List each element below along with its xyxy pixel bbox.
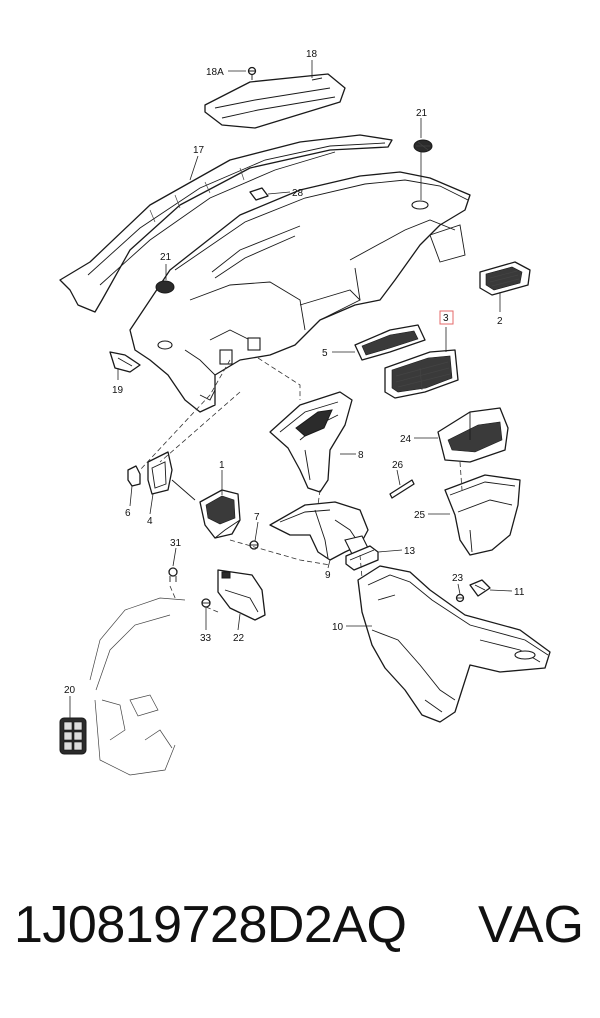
part-25-vent-duct [444,474,521,556]
callout-13: 13 [404,546,416,557]
callout-33: 33 [200,633,212,644]
part-23-screw [455,593,465,603]
callout-23: 23 [452,573,464,584]
callout-28: 28 [292,188,304,199]
callout-11: 11 [514,587,525,598]
callout-5: 5 [322,348,328,359]
callout-20: 20 [64,685,76,696]
part-4-vent-frame [147,451,196,501]
part-22-bracket [217,569,266,621]
callout-1: 1 [219,460,225,471]
part-20-switch-module [59,717,87,755]
part-8-defrost-duct [269,391,353,493]
footer: 1J0819728D2AQ VAG [0,895,600,985]
part-28-sensor-cover [249,187,269,201]
exploded-parts-diagram: 18 18A 17 21 28 21 2 3 5 19 8 24 26 1 6 … [59,49,551,776]
callout-2: 2 [497,316,503,327]
callout-leader-lines [69,60,513,718]
part-26-pin [389,479,415,499]
callout-18a: 18A [206,67,224,78]
assembly-guide-lines [139,357,463,613]
part-6-clip [127,465,141,487]
brand-name: VAG [478,896,584,954]
callout-22: 22 [233,633,245,644]
part-21-cover-top [413,139,433,153]
callout-8: 8 [358,450,364,461]
part-number: 1J0819728D2AQ [14,896,407,954]
part-1-left-air-vent [199,489,241,539]
callout-21-top: 21 [416,108,428,119]
callout-25: 25 [414,510,426,521]
callout-7: 7 [254,512,260,523]
part-11-clip [469,579,491,597]
highlight-box [439,310,454,325]
callout-24: 24 [400,434,412,445]
part-18-defroster-cover [204,73,346,129]
dashboard-panel [129,171,471,413]
part-9-distribution-duct [269,501,369,561]
callout-21-left: 21 [160,252,172,263]
part-24-vent-housing [437,407,509,463]
part-17-defroster-vent [59,134,393,313]
part-7-screw [249,540,259,550]
callout-10: 10 [332,622,344,633]
door-panel-outline [89,597,186,776]
callout-9: 9 [325,570,331,581]
callout-3: 3 [443,313,449,324]
part-21-cover-left [155,280,175,294]
callout-18: 18 [306,49,318,60]
callout-4: 4 [147,516,153,527]
part-10-floor-duct [357,565,551,723]
callout-17: 17 [193,145,205,156]
callout-26: 26 [392,460,404,471]
part-2-right-air-vent [479,261,531,296]
part-3-center-air-vent [384,349,459,399]
part-31-screw [168,567,178,582]
callout-19: 19 [112,385,124,396]
part-19-clip [109,351,141,373]
callout-31: 31 [170,538,182,549]
part-13-duct-connector [345,545,379,571]
part-18a-screw [247,66,257,80]
part-5-vent-grille [354,324,426,361]
part-33-screw [201,598,211,608]
callout-6: 6 [125,508,131,519]
